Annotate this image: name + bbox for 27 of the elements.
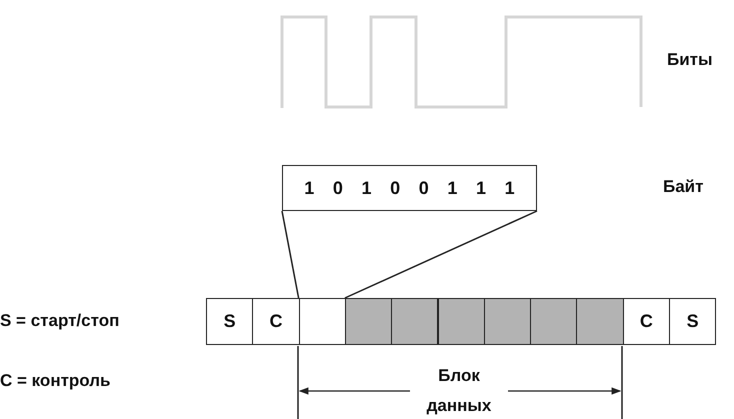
bit-digit: 0 (418, 178, 429, 198)
data-cell (576, 298, 624, 345)
bit-digit: 0 (390, 178, 400, 198)
legend-text: C = контроль (0, 371, 111, 391)
cell (298, 298, 346, 345)
bit-digit: 1 (447, 178, 458, 198)
bit-digit: 1 (304, 178, 314, 198)
data-cell (391, 298, 438, 345)
zoom-line (344, 210, 538, 299)
bit-digit: 1 (476, 178, 486, 198)
bit-digit: 1 (362, 178, 372, 198)
row-caption: Байт (663, 177, 704, 197)
frame-field: S (206, 298, 254, 345)
row-caption: Биты (667, 50, 713, 70)
frame-field: C (252, 298, 300, 345)
dimension-label: Блок данных (426, 365, 492, 417)
zoom-line (281, 210, 300, 298)
byte-box (282, 165, 537, 211)
legend-text: S = старт/стоп (0, 311, 120, 331)
data-cell (438, 298, 485, 345)
data-cell (484, 298, 532, 345)
bit-digit: 0 (332, 178, 343, 198)
frame-field: C (622, 298, 670, 345)
frame-field: S (669, 298, 716, 345)
data-cell (530, 298, 578, 345)
bit-digit: 1 (504, 178, 515, 198)
data-cell (344, 298, 392, 345)
